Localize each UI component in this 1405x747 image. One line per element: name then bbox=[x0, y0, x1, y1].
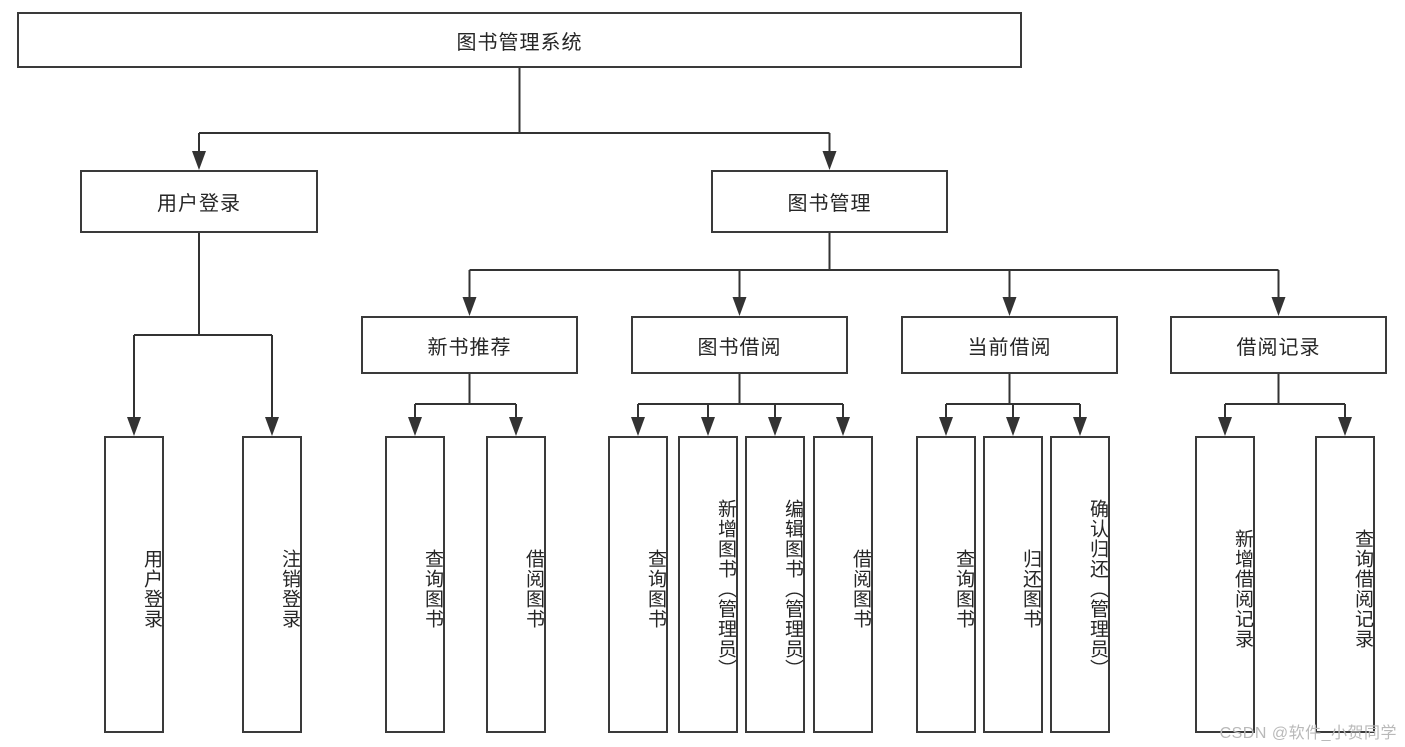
node-label: 借阅图书 bbox=[523, 548, 544, 629]
node-label: 图书管理 bbox=[787, 193, 872, 215]
node-l-bw-query[interactable]: 查询图书 bbox=[608, 436, 668, 733]
node-label: 编辑图书（管理员） bbox=[782, 498, 803, 679]
node-label: 查询图书 bbox=[422, 548, 443, 629]
node-label: 借阅记录 bbox=[1236, 336, 1321, 359]
node-label: 用户登录 bbox=[157, 193, 241, 215]
node-l-logout[interactable]: 注销登录 bbox=[242, 436, 302, 733]
watermark-label: CSDN @软件_小贺同学 bbox=[1219, 725, 1397, 742]
node-label: 查询图书 bbox=[953, 548, 974, 629]
node-label: 新增借阅记录 bbox=[1232, 528, 1253, 649]
node-label: 借阅图书 bbox=[850, 548, 871, 629]
node-label: 查询图书 bbox=[645, 548, 666, 629]
node-label: 图书管理系统 bbox=[456, 31, 583, 54]
node-label: 当前借阅 bbox=[967, 336, 1052, 359]
node-label: 新增图书（管理员） bbox=[715, 498, 736, 679]
node-l-bw-add[interactable]: 新增图书（管理员） bbox=[678, 436, 738, 733]
node-label: 图书借阅 bbox=[697, 336, 782, 359]
node-label: 注销登录 bbox=[279, 548, 300, 629]
node-l-bw-borrow[interactable]: 借阅图书 bbox=[813, 436, 873, 733]
node-l-bw-edit[interactable]: 编辑图书（管理员） bbox=[745, 436, 805, 733]
node-l-cu-query[interactable]: 查询图书 bbox=[916, 436, 976, 733]
node-login[interactable]: 用户登录 bbox=[80, 170, 318, 233]
node-l-nb-borrow[interactable]: 借阅图书 bbox=[486, 436, 546, 733]
node-l-nb-query[interactable]: 查询图书 bbox=[385, 436, 445, 733]
node-l-rc-add[interactable]: 新增借阅记录 bbox=[1195, 436, 1255, 733]
node-label: 归还图书 bbox=[1020, 548, 1041, 629]
node-label: 新书推荐 bbox=[427, 336, 512, 359]
node-l-login[interactable]: 用户登录 bbox=[104, 436, 164, 733]
node-label: 用户登录 bbox=[141, 548, 162, 629]
node-label: 确认归还（管理员） bbox=[1087, 498, 1108, 679]
node-label: 查询借阅记录 bbox=[1352, 528, 1373, 649]
node-l-cu-return[interactable]: 归还图书 bbox=[983, 436, 1043, 733]
node-l-rc-query[interactable]: 查询借阅记录 bbox=[1315, 436, 1375, 733]
node-borrow[interactable]: 图书借阅 bbox=[631, 316, 848, 374]
node-current[interactable]: 当前借阅 bbox=[901, 316, 1118, 374]
node-records[interactable]: 借阅记录 bbox=[1170, 316, 1387, 374]
node-bookmgmt[interactable]: 图书管理 bbox=[711, 170, 948, 233]
node-l-cu-confirm[interactable]: 确认归还（管理员） bbox=[1050, 436, 1110, 733]
node-root[interactable]: 图书管理系统 bbox=[17, 12, 1022, 68]
node-newbook[interactable]: 新书推荐 bbox=[361, 316, 578, 374]
